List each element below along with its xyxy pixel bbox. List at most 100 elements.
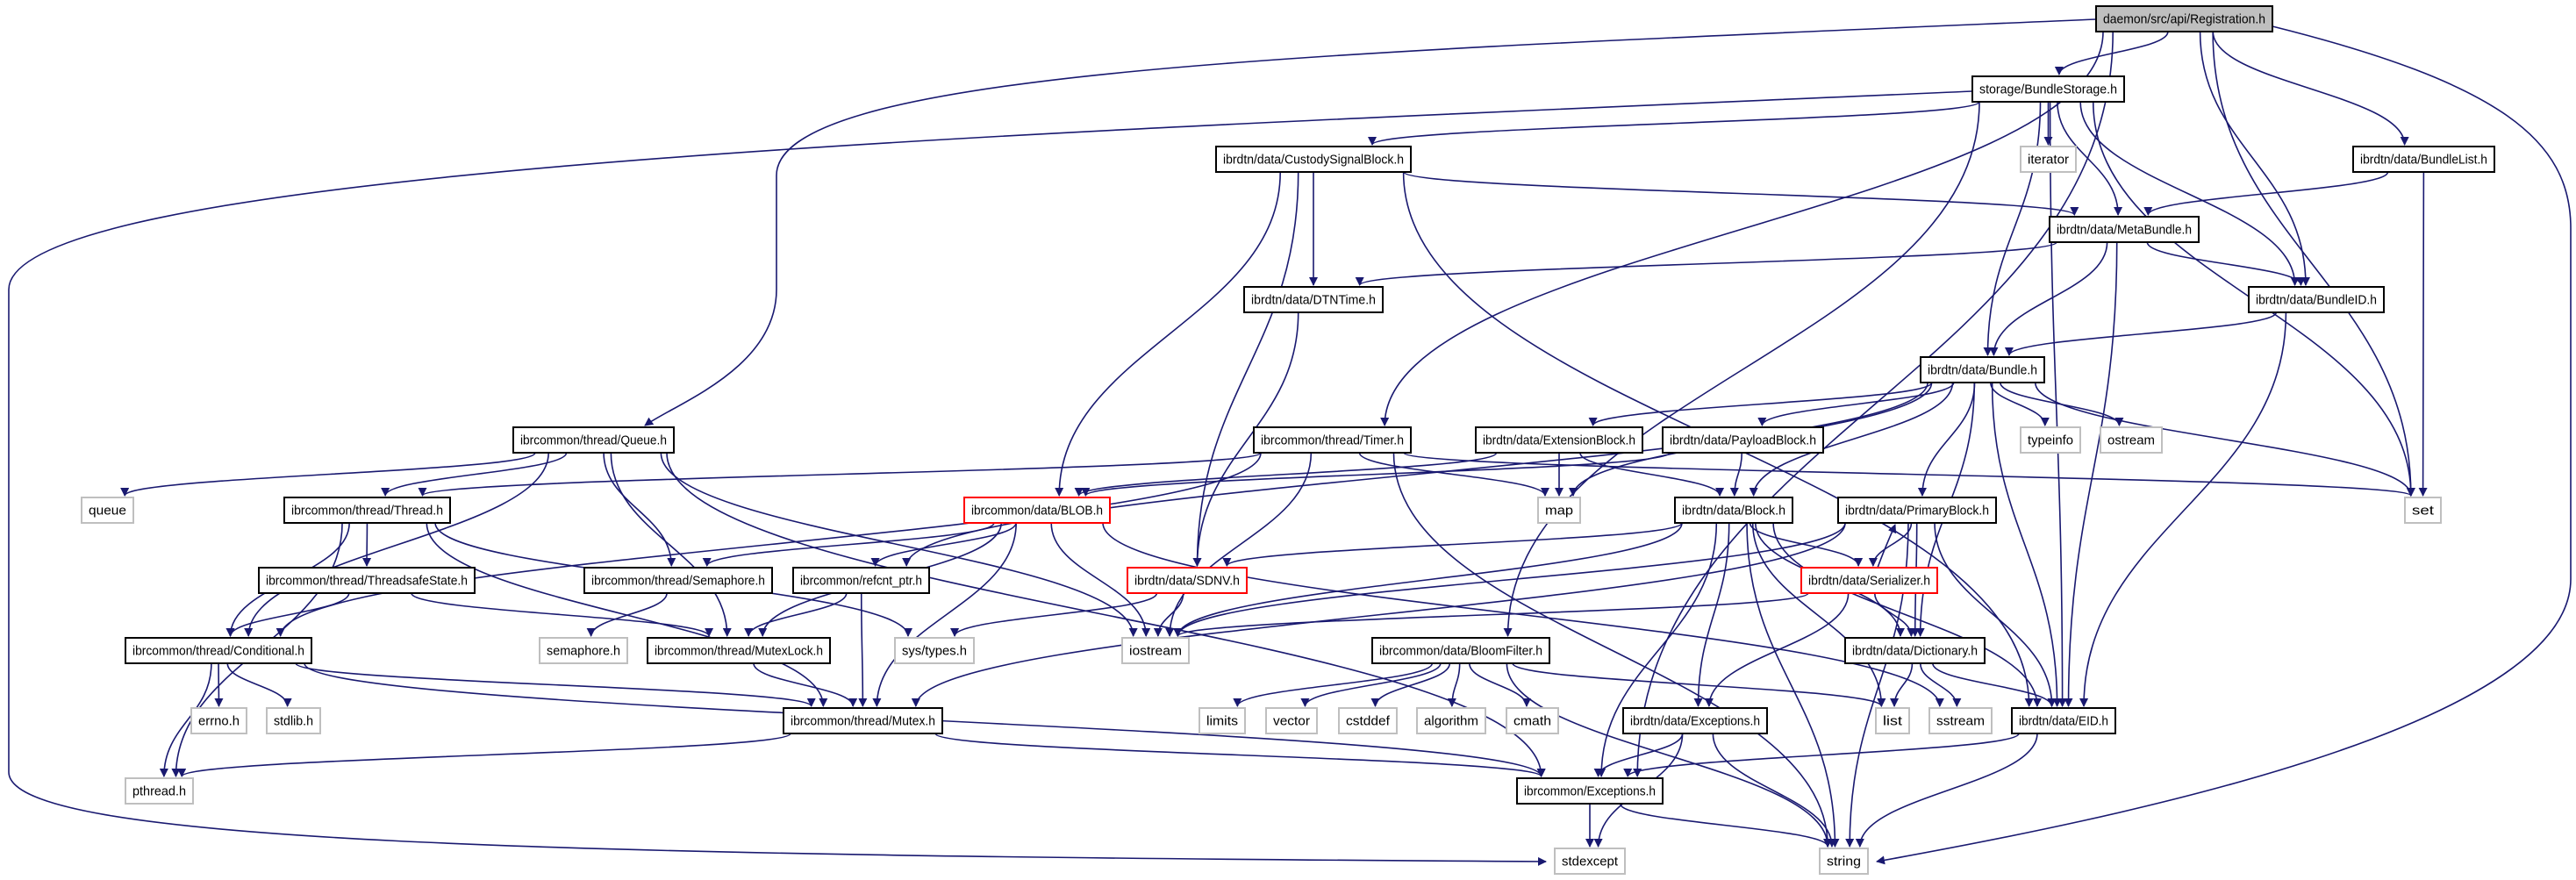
node-label: ibrcommon/thread/ThreadsafeState.h [266, 574, 468, 589]
node-label: ibrcommon/thread/Timer.h [1261, 433, 1404, 448]
node-box [1516, 777, 1664, 805]
node-ibrdtn-data-block-h[interactable]: ibrdtn/data/Block.h [1674, 497, 1793, 524]
node-label: iterator [2028, 153, 2069, 168]
node-ibrdtn-data-bundlelist-h[interactable]: ibrdtn/data/BundleList.h [2352, 146, 2495, 173]
edge-ibrcommon-thread-conditional-h-to-stdlib-h [226, 662, 292, 707]
node-box [2020, 146, 2077, 173]
edge-ibrdtn-data-dtntime-h-to-ibrdtn-data-sdnv-h [1192, 311, 1299, 567]
node-label: ibrdtn/data/SDNV.h [1134, 574, 1240, 589]
node-stdexcept: stdexcept [1554, 848, 1626, 875]
edge-ibrcommon-data-blob-h-to-ibrcommon-thread-semaphore-h [702, 522, 995, 567]
node-ibrcommon-data-blob-h[interactable]: ibrcommon/data/BLOB.h [963, 497, 1111, 524]
node-ibrdtn-data-sdnv-h[interactable]: ibrdtn/data/SDNV.h [1127, 567, 1248, 594]
edge-ibrdtn-data-primaryblock-h-to-ibrdtn-data-serializer-h [1868, 522, 1913, 567]
edge-ibrdtn-data-bundle-h-to-ibrdtn-data-block-h [1749, 382, 1954, 497]
edge-ibrcommon-thread-queue-h-to-ibrcommon-thread-thread-h [381, 452, 568, 497]
edge-ibrdtn-data-bundleid-h-to-ibrdtn-data-bundle-h [2005, 311, 2278, 356]
node-ibrdtn-data-bundleid-h[interactable]: ibrdtn/data/BundleID.h [2248, 286, 2385, 313]
edge-ibrcommon-thread-queue-h-to-ibrcommon-thread-semaphore-h [603, 452, 676, 567]
edge-ibrdtn-data-serializer-h-to-ibrdtn-data-exceptions-h [1704, 592, 1850, 707]
node-box [266, 707, 321, 734]
edge-ibrdtn-data-block-h-to-string [1746, 522, 1840, 848]
node-ibrcommon-thread-mutexlock-h[interactable]: ibrcommon/thread/MutexLock.h [647, 637, 831, 664]
node-label: ibrdtn/data/CustodySignalBlock.h [1223, 153, 1404, 168]
node-label: pthread.h [132, 784, 186, 799]
node-box [1971, 75, 2125, 103]
node-box [1371, 637, 1550, 664]
edge-ibrcommon-exceptions-h-to-string [1619, 803, 1833, 848]
node-label: ibrdtn/data/DTNTime.h [1251, 293, 1376, 308]
node-cmath: cmath [1506, 707, 1559, 734]
node-label: ostream [2107, 433, 2155, 448]
node-ibrcommon-thread-mutex-h[interactable]: ibrcommon/thread/Mutex.h [783, 707, 943, 734]
edge-ibrdtn-data-custodysignalblock-h-to-ibrdtn-data-sdnv-h [1192, 171, 1299, 567]
edge-ibrcommon-data-bloomfilter-h-to-string [1506, 662, 1833, 848]
node-box [1215, 146, 1412, 173]
edge-daemon-src-api-registration-h-to-set [2212, 31, 2415, 497]
node-label: ibrdtn/data/Exceptions.h [1630, 714, 1760, 729]
edge-ibrdtn-data-serializer-h-to-ibrdtn-data-dictionary-h [1873, 592, 1916, 637]
edge-ibrcommon-thread-timer-h-to-ibrcommon-thread-conditional-h [275, 452, 1262, 637]
edge-ibrdtn-data-primaryblock-h-to-ibrcommon-thread-mutex-h [911, 522, 1846, 707]
edge-ibrcommon-thread-timer-h-to-string [1392, 452, 1833, 848]
node-map: map [1537, 497, 1581, 524]
node-ibrdtn-data-dictionary-h[interactable]: ibrdtn/data/Dictionary.h [1844, 637, 1986, 664]
node-ibrdtn-data-custodysignalblock-h[interactable]: ibrdtn/data/CustodySignalBlock.h [1215, 146, 1412, 173]
node-label: ibrcommon/thread/Mutex.h [791, 714, 935, 729]
edge-ibrcommon-data-bloomfilter-h-to-algorithm [1447, 662, 1461, 707]
node-daemon-src-api-registration-h[interactable]: daemon/src/api/Registration.h [2095, 5, 2273, 32]
edge-ibrcommon-thread-timer-h-to-ibrcommon-thread-thread-h [418, 452, 1262, 497]
node-box [894, 637, 975, 664]
edge-ibrcommon-data-bloomfilter-h-to-cstddef [1370, 662, 1451, 707]
node-ibrcommon-thread-queue-h[interactable]: ibrcommon/thread/Queue.h [512, 426, 675, 454]
node-ibrcommon-thread-semaphore-h[interactable]: ibrcommon/thread/Semaphore.h [583, 567, 773, 594]
node-ibrdtn-data-serializer-h[interactable]: ibrdtn/data/Serializer.h [1800, 567, 1938, 594]
node-ibrcommon-thread-thread-h[interactable]: ibrcommon/thread/Thread.h [283, 497, 451, 524]
node-label: ibrdtn/data/Serializer.h [1808, 574, 1930, 589]
node-ibrcommon-data-bloomfilter-h[interactable]: ibrcommon/data/BloomFilter.h [1371, 637, 1550, 664]
node-ibrdtn-data-dtntime-h[interactable]: ibrdtn/data/DTNTime.h [1243, 286, 1384, 313]
node-ibrcommon-exceptions-h[interactable]: ibrcommon/Exceptions.h [1516, 777, 1664, 805]
node-ibrdtn-data-primaryblock-h[interactable]: ibrdtn/data/PrimaryBlock.h [1837, 497, 1997, 524]
edge-ibrdtn-data-metabundle-h-to-ibrdtn-data-bundle-h [1989, 241, 2108, 356]
node-pthread-h: pthread.h [125, 777, 194, 805]
edge-ibrdtn-data-payloadblock-h-to-ibrcommon-data-blob-h [1081, 452, 1671, 497]
node-ibrdtn-data-eid-h[interactable]: ibrdtn/data/EID.h [2011, 707, 2116, 734]
edge-ibrcommon-thread-conditional-h-to-ibrcommon-thread-mutex-h [295, 662, 816, 707]
node-ibrdtn-data-exceptions-h[interactable]: ibrdtn/data/Exceptions.h [1622, 707, 1768, 734]
edge-ibrdtn-data-bundle-h-to-set [2034, 382, 2415, 497]
node-label: ibrdtn/data/BundleID.h [2256, 293, 2377, 308]
node-box [1819, 848, 1869, 875]
node-box [2020, 426, 2081, 454]
edge-ibrcommon-thread-semaphore-h-to-semaphore-h [586, 592, 668, 637]
node-label: ibrcommon/thread/Thread.h [291, 504, 443, 519]
edge-daemon-src-api-registration-h-to-ibrcommon-exceptions-h [1633, 31, 2114, 777]
node-label: set [2412, 504, 2435, 519]
edge-ibrcommon-thread-thread-h-to-ibrcommon-thread-mutex-h [426, 522, 828, 707]
node-ibrcommon-thread-threadsafestate-h[interactable]: ibrcommon/thread/ThreadsafeState.h [258, 567, 476, 594]
node-ibrdtn-data-bundle-h[interactable]: ibrdtn/data/Bundle.h [1920, 356, 2045, 383]
node-box [963, 497, 1111, 524]
node-ibrcommon-thread-timer-h[interactable]: ibrcommon/thread/Timer.h [1253, 426, 1412, 454]
node-ibrdtn-data-payloadblock-h[interactable]: ibrdtn/data/PayloadBlock.h [1662, 426, 1824, 454]
edge-daemon-src-api-registration-h-to-storage-bundlestorage-h [2054, 31, 2169, 75]
node-label: algorithm [1424, 714, 1478, 729]
node-ibrdtn-data-metabundle-h[interactable]: ibrdtn/data/MetaBundle.h [2049, 216, 2200, 243]
node-ibrcommon-refcnt-ptr-h[interactable]: ibrcommon/refcnt_ptr.h [792, 567, 930, 594]
edge-ibrcommon-thread-queue-h-to-iostream [660, 452, 1138, 637]
edge-daemon-src-api-registration-h-to-ibrcommon-thread-queue-h [644, 18, 2097, 426]
node-storage-bundlestorage-h[interactable]: storage/BundleStorage.h [1971, 75, 2125, 103]
edge-ibrcommon-thread-queue-h-to-ibrcommon-exceptions-h [666, 452, 1546, 777]
edge-ibrcommon-thread-mutex-h-to-pthread-h [177, 733, 791, 777]
nodes-layer: daemon/src/api/Registration.h storage/Bun… [81, 5, 2495, 875]
edge-ibrdtn-data-eid-h-to-ibrcommon-exceptions-h [1623, 733, 2020, 777]
node-box [1127, 567, 1248, 594]
edge-ibrdtn-data-payloadblock-h-to-ibrdtn-data-block-h [1729, 452, 1743, 497]
edge-storage-bundlestorage-h-to-ibrdtn-data-custodysignalblock-h [1368, 101, 1980, 146]
node-ibrcommon-thread-conditional-h[interactable]: ibrcommon/thread/Conditional.h [125, 637, 312, 664]
edge-ibrcommon-data-blob-h-to-iostream [1050, 522, 1151, 637]
node-ibrdtn-data-extensionblock-h[interactable]: ibrdtn/data/ExtensionBlock.h [1475, 426, 1643, 454]
edge-ibrcommon-data-blob-h-to-ibrcommon-thread-mutex-h [872, 522, 1017, 707]
edge-storage-bundlestorage-h-to-stdexcept [8, 90, 1973, 866]
